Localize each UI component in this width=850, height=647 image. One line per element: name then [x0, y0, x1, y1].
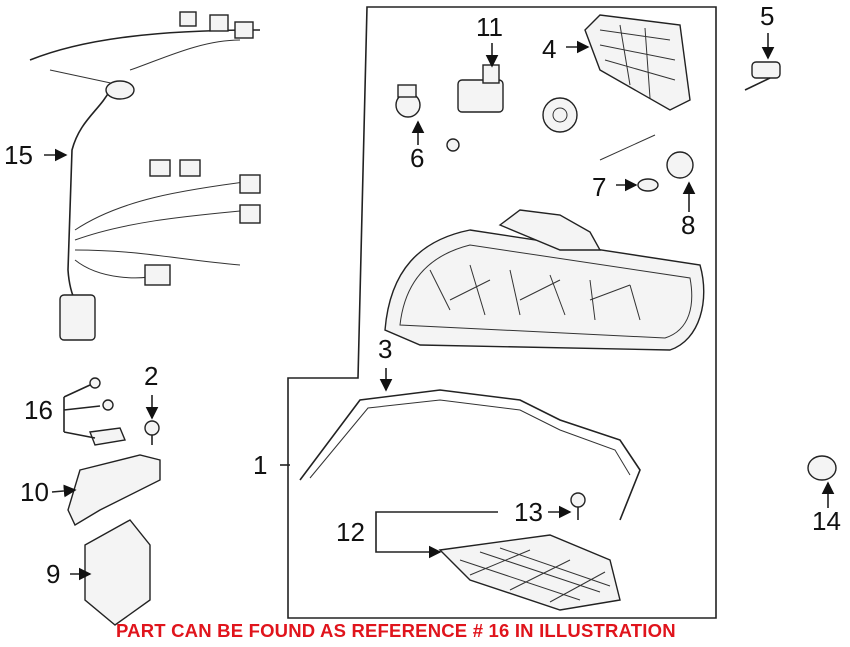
control-module-9 [84, 519, 151, 626]
bracket-10 [67, 454, 161, 526]
plug-14 [807, 455, 837, 481]
actuator [446, 64, 504, 152]
leader-lines [44, 33, 835, 581]
wiring-harness [29, 11, 261, 341]
callout-15: 15 [4, 140, 33, 170]
callout-16: 16 [24, 395, 53, 425]
callout-9: 9 [46, 559, 61, 589]
headlamp-housing [384, 209, 705, 351]
reference-note: PART CAN BE FOUND AS REFERENCE # 16 IN I… [116, 620, 676, 641]
bulb-6 [395, 84, 421, 118]
bulb-5 [744, 61, 781, 91]
bezel-trim [299, 389, 641, 521]
bulb-7 [637, 178, 659, 192]
callout-1: 1 [253, 450, 268, 480]
callout-14: 14 [812, 506, 841, 536]
callout-5: 5 [760, 1, 775, 31]
callout-13: 13 [514, 497, 543, 527]
screw-13 [570, 492, 586, 520]
assembly-frame [287, 6, 717, 619]
callout-6: 6 [410, 143, 425, 173]
screw-2 [144, 420, 160, 445]
bulb-8 [666, 151, 694, 179]
callout-3: 3 [378, 334, 393, 364]
grommet [542, 97, 578, 133]
callout-4: 4 [542, 34, 557, 64]
reflector [584, 14, 691, 111]
lamp-cover [438, 534, 621, 611]
callout-11: 11 [476, 12, 503, 42]
callout-8: 8 [681, 210, 696, 240]
callout-7: 7 [592, 172, 607, 202]
callout-10: 10 [20, 477, 49, 507]
callout-2: 2 [144, 361, 159, 391]
callout-12: 12 [336, 517, 365, 547]
